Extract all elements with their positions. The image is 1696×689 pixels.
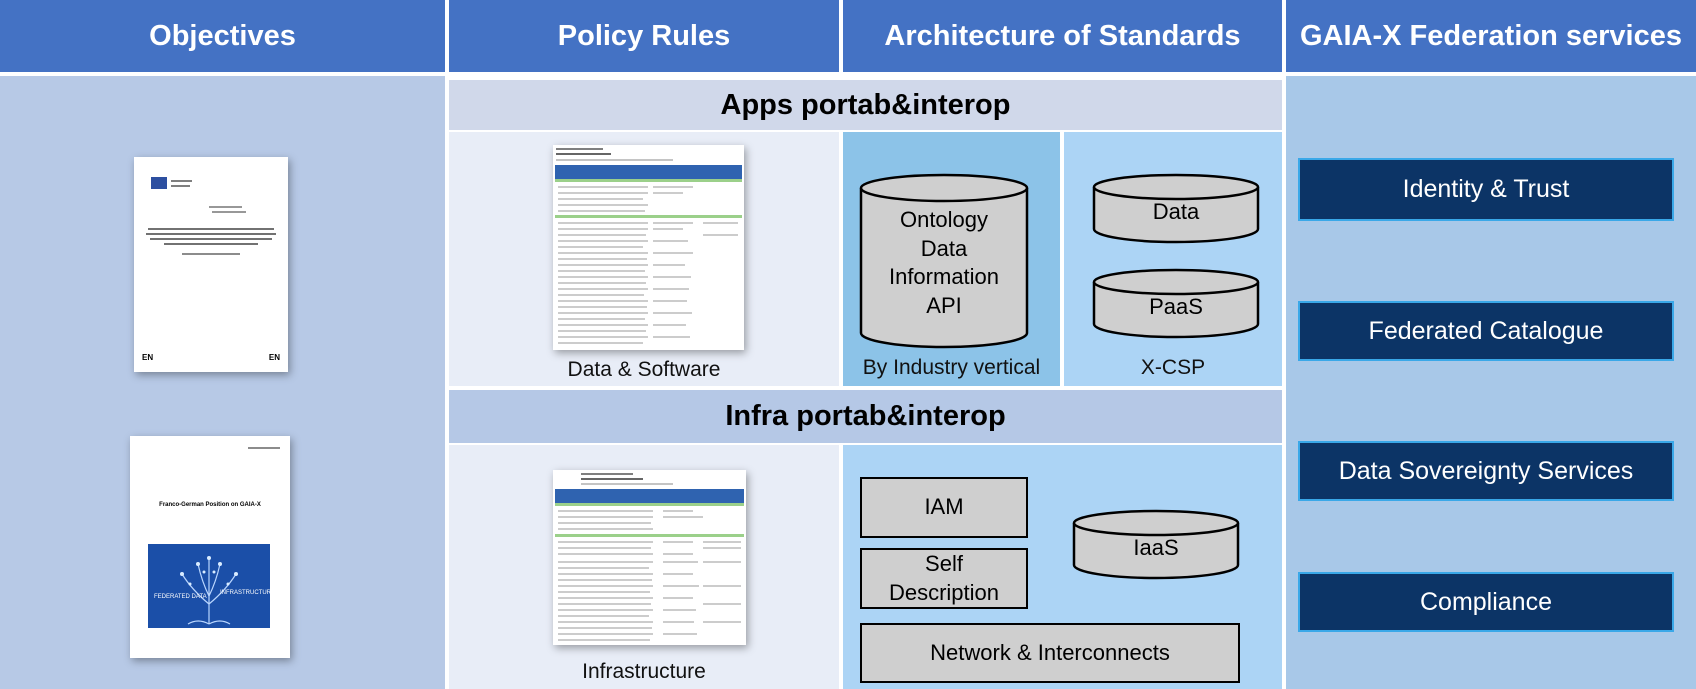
identity-trust-service: Identity & Trust bbox=[1298, 158, 1674, 221]
infra-portab-interop-band: Infra portab&interop bbox=[449, 390, 1282, 443]
ontology-cylinder bbox=[859, 173, 1029, 349]
api-label: API bbox=[926, 292, 962, 318]
apps-portab-interop-band: Apps portab&interop bbox=[449, 80, 1282, 130]
data-software-caption: Data & Software bbox=[567, 358, 721, 381]
header-policy-rules: Policy Rules bbox=[449, 0, 839, 72]
ontology-cylinder-label: Ontology Data Information API bbox=[858, 206, 1030, 320]
eu-doc-footer-left: EN bbox=[142, 353, 154, 362]
description-label: Description bbox=[888, 579, 1000, 605]
xcsp-caption: X-CSP bbox=[1140, 356, 1206, 379]
network-interconnects-box: Network & Interconnects bbox=[860, 623, 1240, 683]
data-cylinder-label: Data bbox=[1152, 198, 1200, 224]
banner-infrastructure-text: INFRASTRUCTURE bbox=[220, 590, 275, 596]
header-objectives: Objectives bbox=[0, 0, 445, 72]
iaas-cylinder bbox=[1072, 509, 1240, 580]
banner-federated-data-text: FEDERATED DATA bbox=[154, 594, 207, 600]
paas-cylinder-label: PaaS bbox=[1149, 293, 1203, 319]
paas-cylinder bbox=[1092, 268, 1260, 339]
eu-doc-footer-right: EN bbox=[268, 353, 280, 362]
franco-german-document-content bbox=[248, 447, 280, 449]
data-label: Data bbox=[920, 235, 968, 261]
data-sovereignty-service: Data Sovereignty Services bbox=[1298, 441, 1674, 501]
header-gaia-services: GAIA-X Federation services bbox=[1286, 0, 1696, 72]
by-industry-vertical-caption: By Industry vertical bbox=[862, 356, 1041, 379]
franco-german-title: Franco-German Position on GAIA-X bbox=[159, 502, 261, 508]
policy-table-content bbox=[555, 148, 742, 344]
infra-policy-table-content bbox=[555, 473, 744, 641]
franco-german-document: Franco-German Position on GAIA-X FEDER bbox=[130, 436, 290, 658]
eu-document-content bbox=[146, 177, 276, 255]
self-label: Self bbox=[925, 550, 963, 576]
compliance-service: Compliance bbox=[1298, 572, 1674, 632]
eu-strategy-document: EN EN bbox=[134, 157, 288, 372]
data-software-policy-document bbox=[553, 145, 744, 350]
information-label: Information bbox=[888, 264, 1000, 290]
self-description-box: Self Description bbox=[860, 548, 1028, 609]
xcsp-area bbox=[1064, 132, 1282, 386]
federated-catalogue-service: Federated Catalogue bbox=[1298, 301, 1674, 361]
data-cylinder bbox=[1092, 173, 1260, 244]
header-architecture: Architecture of Standards bbox=[843, 0, 1282, 72]
federated-data-banner: FEDERATED DATA INFRASTRUCTURE bbox=[148, 544, 275, 628]
iaas-cylinder-label: IaaS bbox=[1133, 534, 1179, 560]
iam-box: IAM bbox=[860, 477, 1028, 538]
tree-icon bbox=[180, 556, 238, 625]
infrastructure-policy-document bbox=[553, 470, 746, 645]
infrastructure-caption: Infrastructure bbox=[582, 660, 706, 683]
ontology-label: Ontology bbox=[899, 207, 989, 232]
